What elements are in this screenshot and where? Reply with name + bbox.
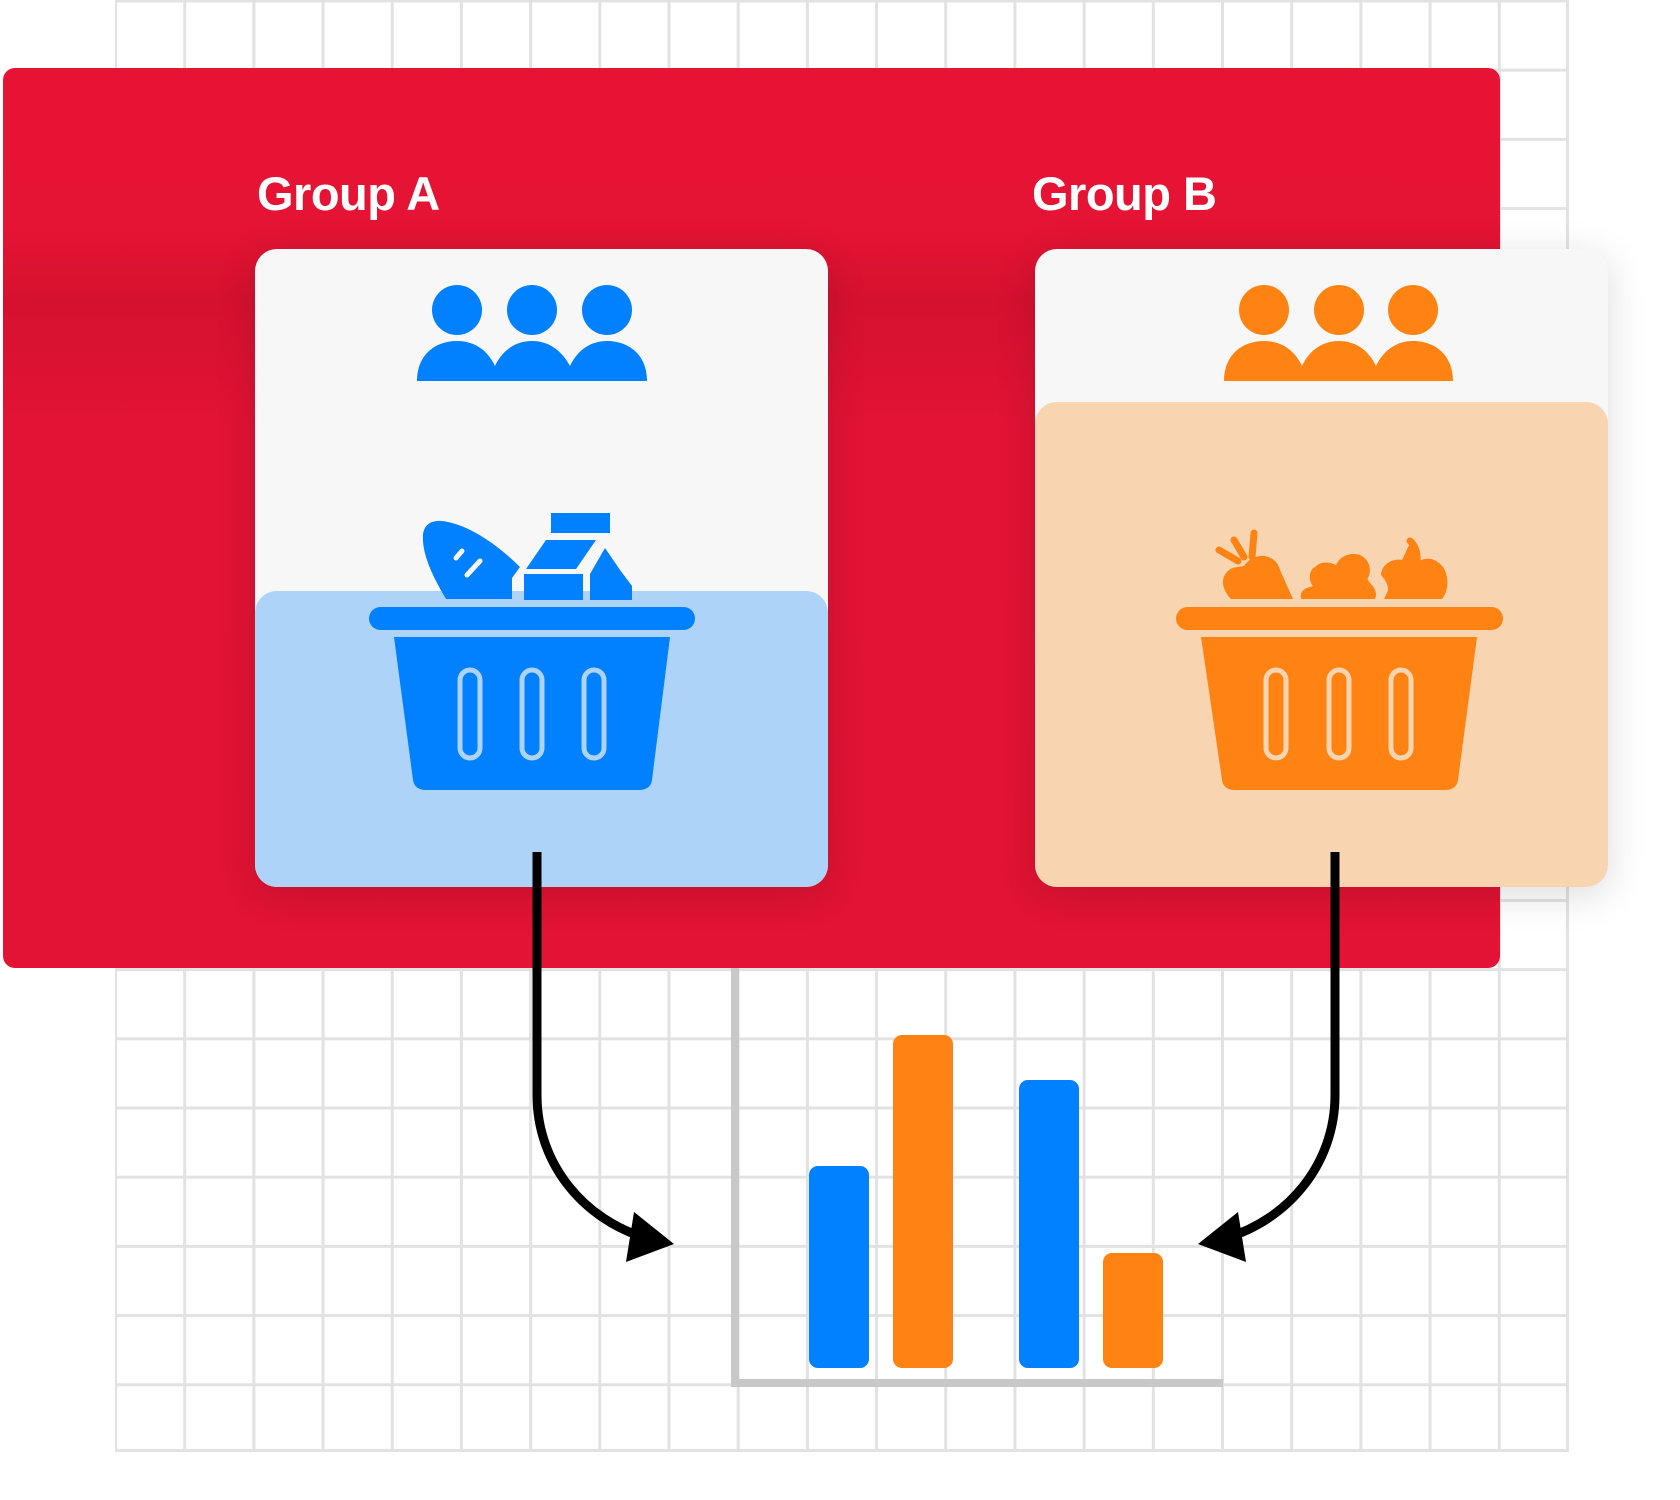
chart-y-axis bbox=[731, 968, 739, 1387]
group-b-title: Group B bbox=[1032, 167, 1217, 220]
bar-group-a-1 bbox=[809, 1166, 869, 1368]
group-b-card bbox=[1035, 249, 1608, 887]
bar-group-a-2 bbox=[1019, 1080, 1079, 1368]
bar-group-b-1 bbox=[893, 1035, 953, 1368]
group-a-title: Group A bbox=[257, 167, 440, 220]
chart-x-axis bbox=[731, 1379, 1223, 1387]
group-a-fill-level bbox=[255, 591, 828, 887]
bar-group-b-2 bbox=[1103, 1253, 1163, 1368]
group-b-fill-level bbox=[1035, 402, 1608, 887]
group-a-card bbox=[255, 249, 828, 887]
